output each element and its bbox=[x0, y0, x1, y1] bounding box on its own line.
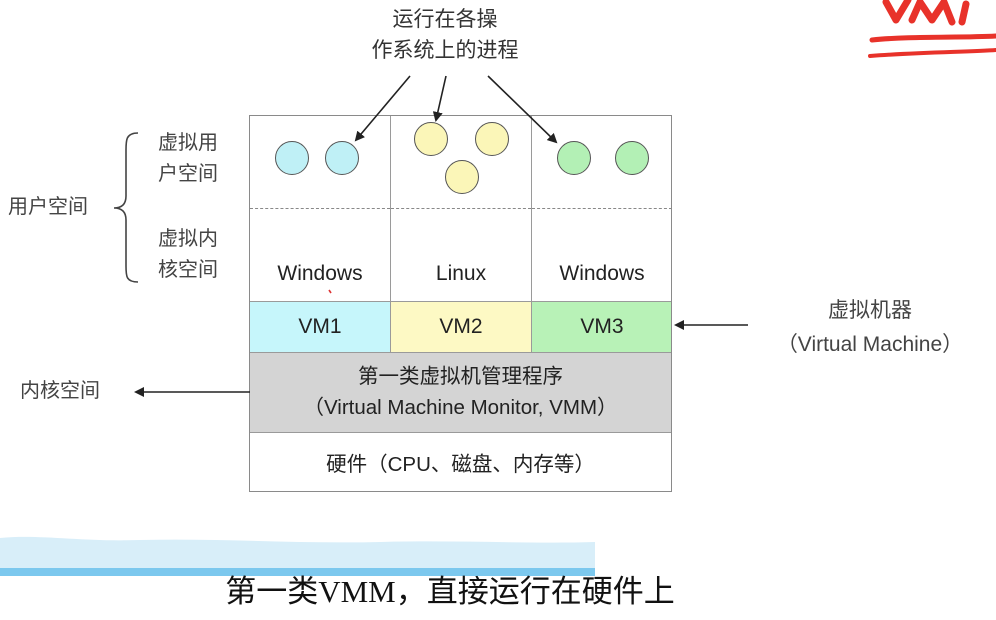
vm-cell-vm3: VM3 bbox=[532, 302, 671, 352]
architecture-diagram: Windows Linux Windows VM1 VM2 VM3 第一类虚拟机… bbox=[249, 115, 672, 492]
virtual-user-space-label: 虚拟用 户空间 bbox=[158, 128, 218, 190]
process-circle bbox=[325, 141, 359, 175]
caption-text: 第一类VMM，直接运行在硬件上 bbox=[225, 574, 675, 609]
virtual-kernel-space-line2: 核空间 bbox=[158, 259, 218, 281]
vmm-layer: 第一类虚拟机管理程序 （Virtual Machine Monitor, VMM… bbox=[250, 353, 671, 433]
virtual-user-space-line1: 虚拟用 bbox=[158, 132, 218, 154]
guest-column-2: Linux bbox=[391, 116, 532, 301]
dashed-divider bbox=[391, 208, 531, 209]
process-annotation-line2: 作系统上的进程 bbox=[371, 39, 519, 62]
virtual-user-space-line2: 户空间 bbox=[158, 163, 218, 185]
user-space-brace bbox=[113, 132, 139, 283]
virtual-kernel-space-label: 虚拟内 核空间 bbox=[158, 224, 218, 286]
guest-os-name: Windows bbox=[277, 262, 363, 285]
process-circle bbox=[414, 122, 448, 156]
vmm-title: 第一类虚拟机管理程序 bbox=[358, 365, 563, 388]
vm-cell-vm2: VM2 bbox=[391, 302, 532, 352]
virtual-machine-label-line2: （Virtual Machine） bbox=[776, 333, 964, 356]
process-annotation-line1: 运行在各操 bbox=[392, 8, 498, 31]
process-circle bbox=[475, 122, 509, 156]
dashed-divider bbox=[250, 208, 390, 209]
dashed-divider bbox=[532, 208, 671, 209]
process-circle bbox=[445, 160, 479, 194]
virtual-machine-label: 虚拟机器 （Virtual Machine） bbox=[760, 294, 980, 362]
process-annotation: 运行在各操 作系统上的进程 bbox=[340, 4, 550, 66]
vm-cell-vm1: VM1 bbox=[250, 302, 391, 352]
hardware-layer: 硬件（CPU、磁盘、内存等） bbox=[250, 433, 671, 491]
guest-column-3: Windows bbox=[532, 116, 671, 301]
vmm-subtitle: （Virtual Machine Monitor, VMM） bbox=[303, 396, 618, 419]
user-space-label: 用户空间 bbox=[8, 196, 88, 218]
handwritten-scribble bbox=[868, 0, 996, 58]
virtual-kernel-space-line1: 虚拟内 bbox=[158, 228, 218, 250]
process-circle bbox=[557, 141, 591, 175]
vm-row: VM1 VM2 VM3 bbox=[250, 301, 671, 353]
kernel-space-label: 内核空间 bbox=[20, 380, 100, 402]
caption-highlight-strip bbox=[0, 536, 595, 576]
guest-os-name: Linux bbox=[435, 262, 487, 285]
guest-column-1: Windows bbox=[250, 116, 391, 301]
virtual-machine-label-line1: 虚拟机器 bbox=[828, 299, 912, 322]
process-circle bbox=[275, 141, 309, 175]
process-circle bbox=[615, 141, 649, 175]
process-arrow-middle bbox=[432, 75, 447, 122]
guest-os-name: Windows bbox=[559, 262, 645, 285]
